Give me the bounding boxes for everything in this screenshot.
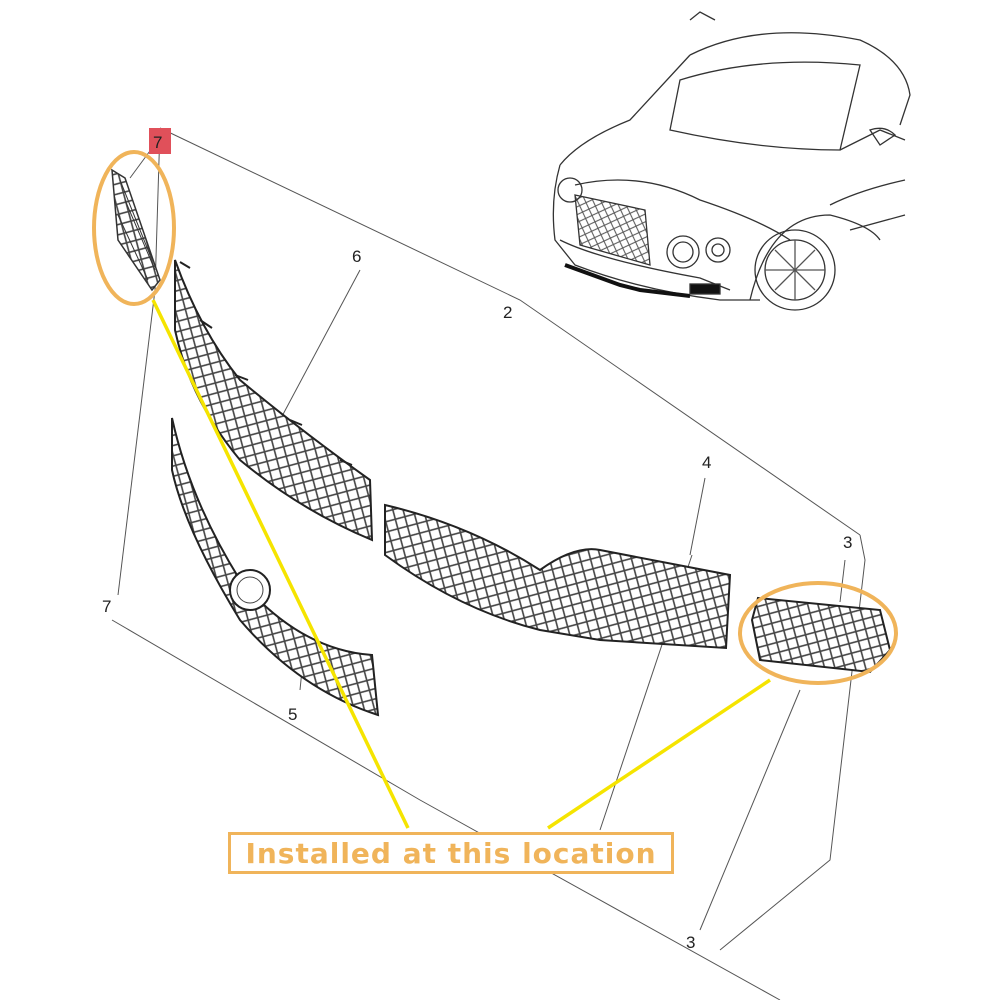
callout-3-lower: 3: [686, 933, 695, 952]
callout-7-highlighted: 7: [153, 133, 162, 152]
part-5-lower-grille: [171, 417, 380, 717]
part-3-corner-grille: [750, 596, 892, 674]
callout-6: 6: [352, 247, 361, 266]
pointer-lines: [151, 299, 771, 830]
callout-2: 2: [503, 303, 512, 322]
callout-badge-7: [149, 128, 171, 154]
callout-4: 4: [702, 453, 711, 472]
callout-3-upper: 3: [843, 533, 852, 552]
install-location-banner: Installed at this location: [228, 832, 674, 874]
part-7-small-frame: [111, 168, 161, 292]
highlight-ring-right: [738, 581, 898, 685]
car-illustration: [552, 11, 911, 311]
callout-7-left: 7: [102, 597, 111, 616]
banner-text: Installed at this location: [245, 836, 657, 870]
part-4-center-grille: [384, 503, 732, 650]
callout-5: 5: [288, 705, 297, 724]
highlight-ring-left: [92, 150, 176, 306]
